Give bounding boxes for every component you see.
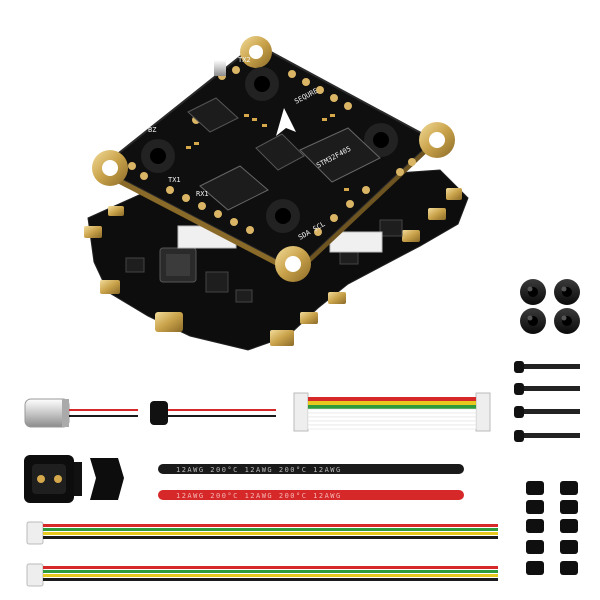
capacitor (24, 398, 138, 428)
fc-grommets (141, 67, 398, 233)
screw (514, 361, 580, 373)
osd-chip (255, 133, 305, 171)
esc-cable-2 (26, 563, 498, 587)
screw (514, 430, 580, 442)
xt60-connector (24, 455, 124, 503)
flight-controller-board: TX2 SEQURE STM32F405 BZ SDA SCL TX1 RX1 (92, 36, 455, 282)
black-wire-print: 12AWG 200°C 12AWG 200°C 12AWG (176, 466, 342, 474)
esc-components (125, 219, 403, 303)
silk-bottom-left: TX1 (168, 176, 181, 184)
power-wire-red: 12AWG 200°C 12AWG 200°C 12AWG (158, 490, 464, 500)
fc-chips (187, 97, 381, 211)
silk-bottom-right: RX1 (196, 190, 209, 198)
red-wire-print: 12AWG 200°C 12AWG 200°C 12AWG (176, 492, 342, 500)
esc-chip (199, 165, 269, 211)
rubber-grommets (526, 481, 578, 575)
screw (514, 383, 580, 395)
fc-mount-holes (92, 36, 455, 282)
silk-top: TX2 (238, 56, 251, 64)
power-wire-black: 12AWG 200°C 12AWG 200°C 12AWG (158, 464, 464, 474)
filter-component (150, 401, 276, 425)
fc-solder-pads (128, 66, 416, 236)
nut (520, 308, 546, 334)
m3-screws (514, 361, 580, 442)
esc-cable-1 (26, 521, 498, 545)
m3-nuts (520, 279, 580, 334)
sh-ribbon-cable (293, 392, 491, 432)
usb-port (214, 60, 226, 76)
screw (514, 406, 580, 418)
nut (554, 308, 580, 334)
grommet-col-left (526, 481, 544, 575)
silk-side-left: BZ (148, 126, 156, 134)
esc-motor-pads (84, 188, 462, 346)
gyro-chip (187, 97, 239, 133)
mcu-chip (299, 127, 381, 183)
fc-smd-parts (186, 114, 349, 191)
grommet-col-right (560, 481, 578, 575)
direction-arrow (276, 108, 296, 136)
nut (520, 279, 546, 305)
nut (554, 279, 580, 305)
